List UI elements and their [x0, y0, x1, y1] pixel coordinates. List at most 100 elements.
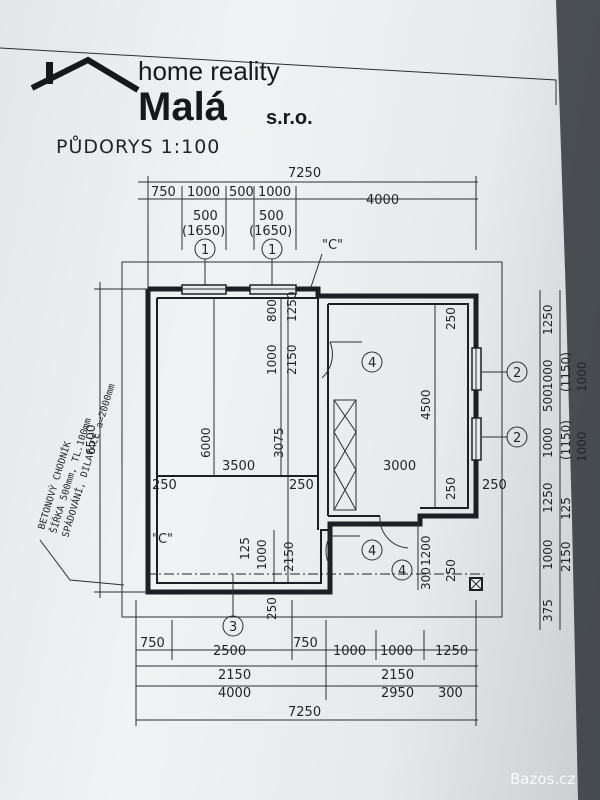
- window: [471, 347, 482, 391]
- dim-total-bottom: 7250: [288, 705, 321, 720]
- window-marker: 2: [482, 361, 528, 383]
- svg-text:1000: 1000: [541, 539, 555, 570]
- svg-text:1000: 1000: [575, 361, 589, 392]
- svg-text:300: 300: [438, 686, 463, 701]
- section-label: "C": [322, 238, 343, 253]
- door-swing: [321, 341, 362, 379]
- page-shadow: [556, 0, 600, 800]
- svg-text:1000: 1000: [333, 644, 366, 659]
- svg-text:2: 2: [513, 431, 521, 446]
- left-dimensions: 6500: [84, 282, 148, 598]
- svg-text:2500: 2500: [213, 644, 246, 659]
- window: [471, 417, 482, 461]
- sidewalk-outline: [121, 261, 503, 618]
- window: [249, 284, 297, 295]
- svg-text:4: 4: [398, 564, 406, 579]
- svg-text:125: 125: [559, 497, 573, 520]
- svg-text:750: 750: [140, 636, 165, 651]
- dim-window-height: (1650): [182, 224, 225, 239]
- dim-window: 500: [193, 209, 218, 224]
- svg-text:6000: 6000: [199, 427, 213, 458]
- door-marker: 4: [361, 351, 383, 373]
- section-label: "C": [152, 532, 173, 547]
- svg-text:4: 4: [368, 544, 376, 559]
- watermark: Bazos.cz: [510, 770, 575, 788]
- svg-text:1000: 1000: [380, 644, 413, 659]
- brand-suffix: s.r.o.: [266, 107, 313, 129]
- svg-text:250: 250: [152, 478, 177, 493]
- building-walls: [145, 286, 479, 595]
- brand-name-main: Malá: [138, 85, 228, 129]
- svg-text:2: 2: [513, 366, 521, 381]
- svg-text:1000: 1000: [575, 431, 589, 462]
- svg-text:1250: 1250: [285, 291, 299, 322]
- svg-text:250: 250: [444, 307, 458, 330]
- svg-text:4000: 4000: [218, 686, 251, 701]
- svg-text:3000: 3000: [383, 459, 416, 474]
- svg-text:375: 375: [541, 599, 555, 622]
- door-marker: 4: [391, 559, 413, 581]
- dim-total-top: 7250: [288, 166, 321, 181]
- dim-top: 500: [229, 185, 254, 200]
- window-marker: 1: [261, 238, 283, 290]
- svg-text:3: 3: [229, 620, 237, 635]
- window-marker: 1: [194, 238, 216, 290]
- svg-text:4500: 4500: [419, 389, 433, 420]
- sheet-border: [0, 47, 557, 105]
- svg-text:(1150): (1150): [559, 352, 573, 392]
- svg-text:2150: 2150: [559, 541, 573, 572]
- door-marker: 4: [361, 539, 383, 561]
- section-marker: 3: [222, 574, 244, 637]
- window-marker: 2: [482, 426, 528, 448]
- door-swing: [325, 535, 360, 567]
- interior-dimensions: 6000 1000 800 2150 1250 3075 3500 3000 4…: [152, 291, 507, 620]
- svg-text:1: 1: [268, 243, 276, 258]
- window: [181, 284, 227, 295]
- svg-text:250: 250: [482, 478, 507, 493]
- svg-text:1200: 1200: [419, 535, 433, 566]
- svg-text:3500: 3500: [222, 459, 255, 474]
- top-dimensions: 7250 750 1000 500 1000 4000 500 (1650) 5…: [138, 166, 478, 290]
- svg-text:2150: 2150: [285, 344, 299, 375]
- svg-text:1250: 1250: [435, 644, 468, 659]
- svg-text:1000: 1000: [541, 359, 555, 390]
- dim-window-height: (1650): [249, 224, 292, 239]
- svg-text:1000: 1000: [265, 344, 279, 375]
- svg-text:1250: 1250: [541, 482, 555, 513]
- svg-text:1: 1: [201, 243, 209, 258]
- svg-text:2950: 2950: [381, 686, 414, 701]
- svg-text:250: 250: [265, 597, 279, 620]
- dim-top: 1000: [258, 185, 291, 200]
- svg-text:3075: 3075: [272, 427, 286, 458]
- plan-title: PŮDORYS 1:100: [56, 134, 220, 158]
- svg-text:2150: 2150: [282, 541, 296, 572]
- svg-text:2150: 2150: [381, 668, 414, 683]
- svg-text:800: 800: [265, 299, 279, 322]
- dim-top: 1000: [187, 185, 220, 200]
- dim-window: 500: [259, 209, 284, 224]
- svg-text:1250: 1250: [541, 304, 555, 335]
- svg-text:500: 500: [541, 389, 555, 412]
- svg-text:250: 250: [444, 477, 458, 500]
- svg-text:(1150): (1150): [559, 420, 573, 460]
- svg-text:300: 300: [419, 567, 433, 590]
- dim-top: 4000: [366, 193, 399, 208]
- sidewalk-note: BETONOVÝ CHODNÍK ŠÍŘKA 500mm, TL.100mm S…: [35, 382, 125, 586]
- door-swing: [379, 515, 409, 549]
- right-dimensions: 1250 1000 500 1000 1250 1000 375 (1150) …: [539, 290, 589, 630]
- svg-text:250: 250: [444, 559, 458, 582]
- dim-top: 750: [151, 185, 176, 200]
- dim-total-left: 6500: [84, 424, 98, 455]
- bottom-dimensions: 750 2500 750 1000 1000 1250 2150 2150 40…: [135, 600, 478, 726]
- brand-name: home reality: [138, 56, 280, 86]
- staircase: [333, 399, 357, 511]
- svg-text:750: 750: [293, 636, 318, 651]
- svg-text:1000: 1000: [541, 427, 555, 458]
- svg-text:1000: 1000: [255, 539, 269, 570]
- svg-text:4: 4: [368, 356, 376, 371]
- svg-text:125: 125: [238, 537, 252, 560]
- brand-logo: home reality Malá s.r.o.: [30, 56, 313, 129]
- svg-text:2150: 2150: [218, 668, 251, 683]
